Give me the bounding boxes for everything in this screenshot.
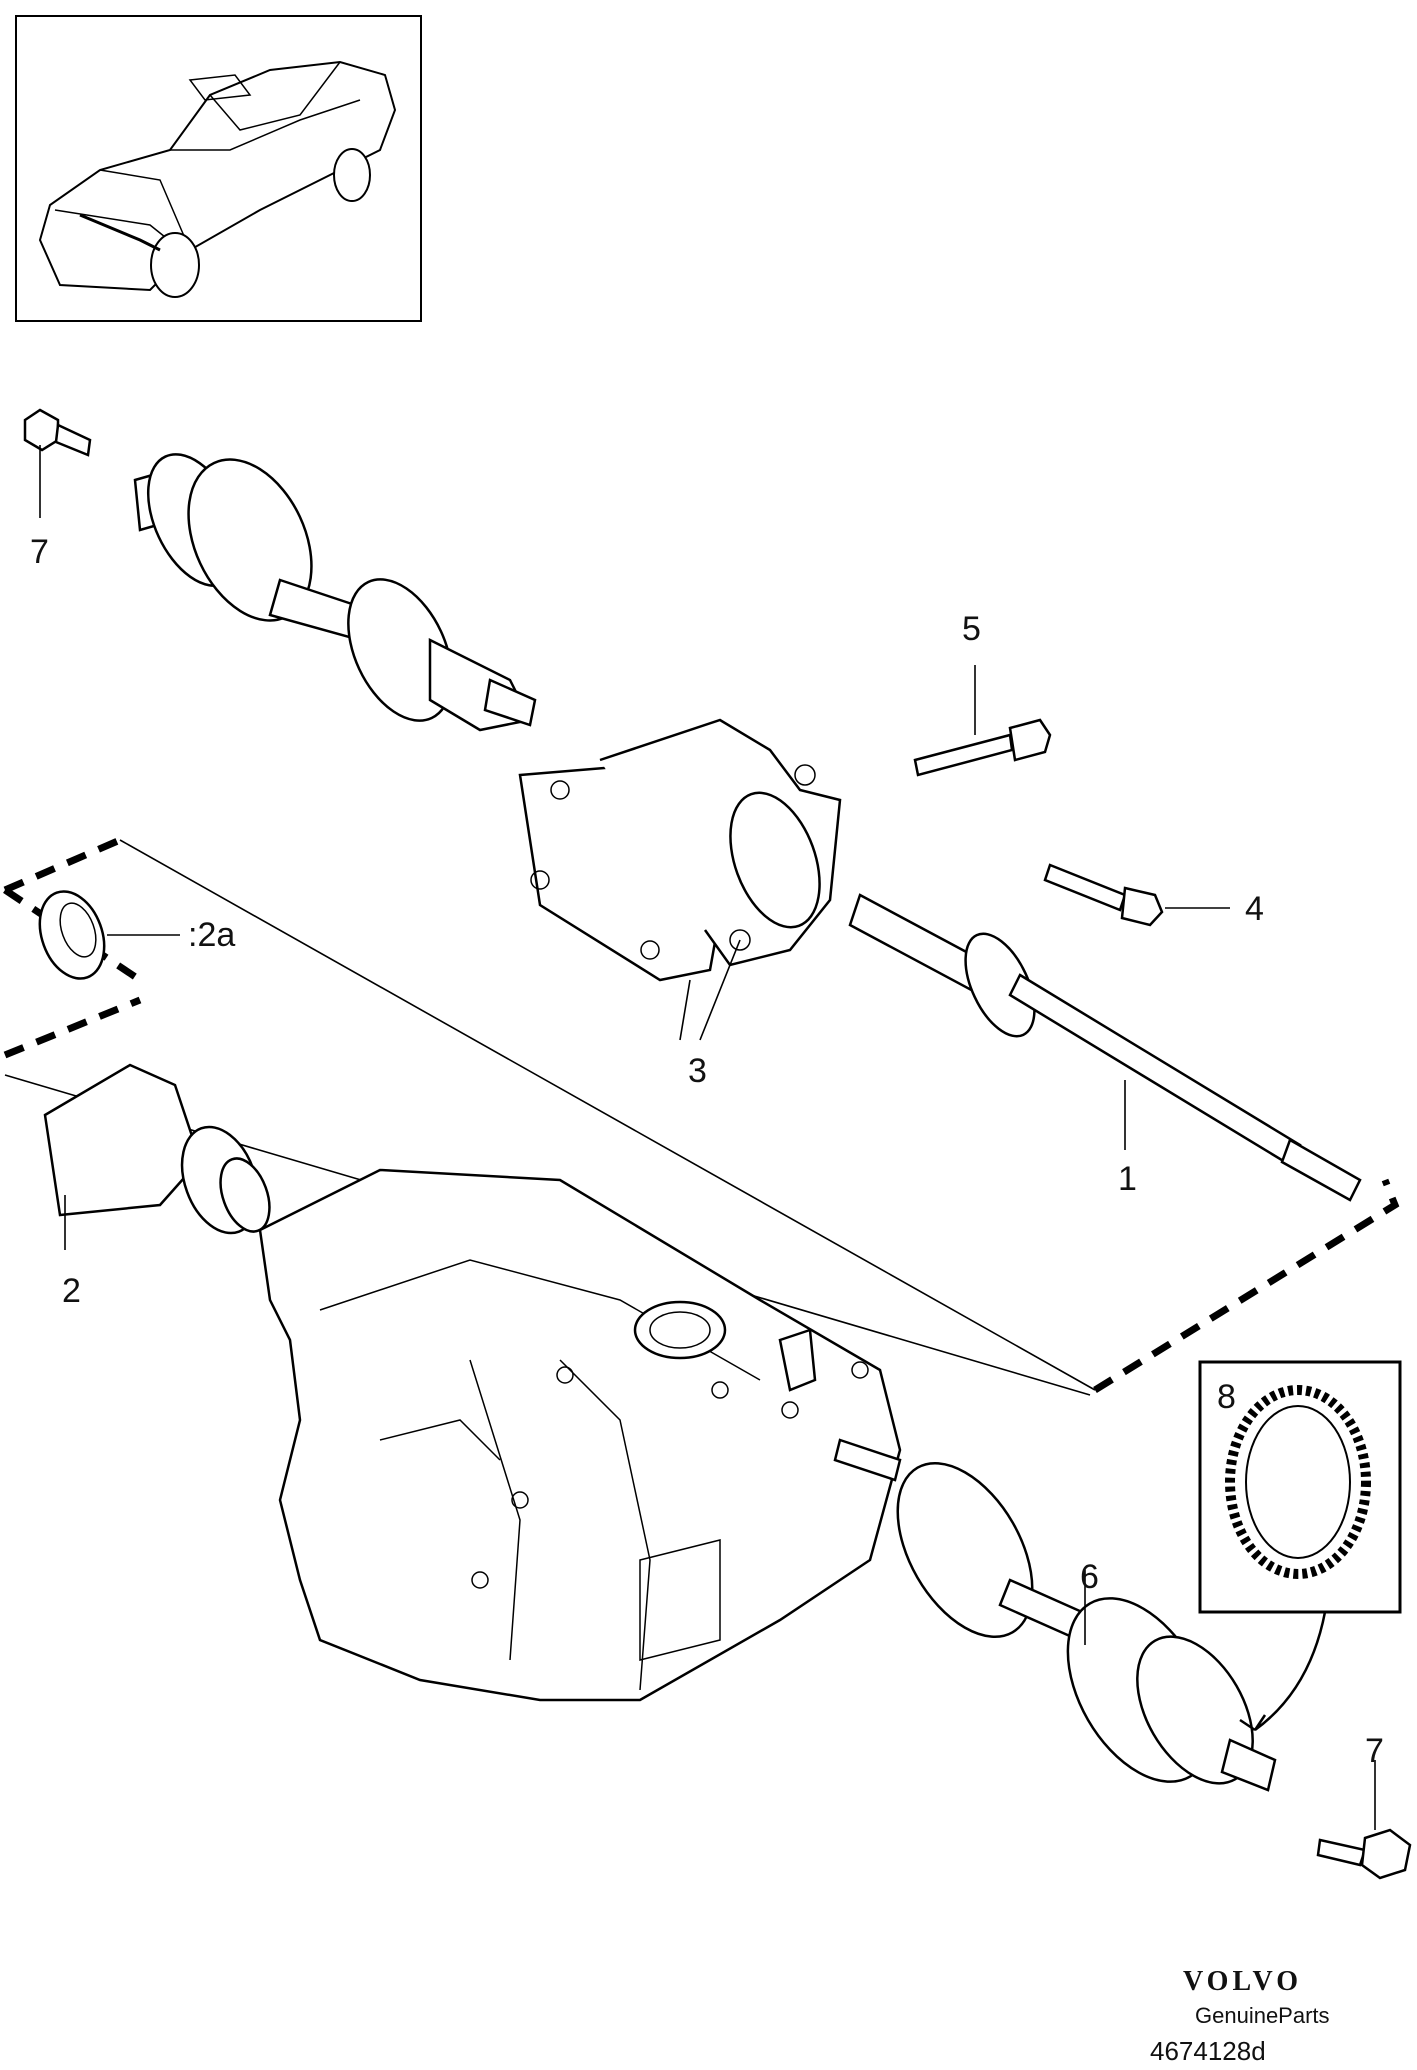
intermediate-shaft xyxy=(848,893,1362,1202)
callout-4: 4 xyxy=(1245,890,1264,928)
sensor-ring-inset xyxy=(1198,1360,1402,1614)
brand-tagline: GenuineParts xyxy=(1195,2003,1330,2028)
kit-boundary-lower xyxy=(3,996,1400,1393)
callout-2: 2 xyxy=(62,1272,81,1310)
callout-3: 3 xyxy=(688,1052,707,1090)
callout-2a: :2a xyxy=(188,916,235,954)
callout-5: 5 xyxy=(962,610,981,648)
callout-7-top: 7 xyxy=(30,533,49,571)
leader-lines xyxy=(39,445,1376,1830)
callout-1: 1 xyxy=(1118,1160,1137,1198)
callout-7-bottom: 7 xyxy=(1365,1732,1384,1770)
callout-8: 8 xyxy=(1217,1378,1236,1416)
lower-drive-shaft xyxy=(833,1438,1277,1792)
bearing-bracket xyxy=(518,718,842,982)
seal-2a xyxy=(38,890,106,980)
bolt-7-bottom xyxy=(1316,1828,1412,1880)
kit-boundary-line xyxy=(119,839,1096,1391)
bolt-4 xyxy=(1043,863,1164,927)
callout-6: 6 xyxy=(1080,1558,1099,1596)
brand-logo: VOLVO xyxy=(1183,1966,1302,1997)
inset-arrow xyxy=(1239,1611,1327,1732)
car-illustration xyxy=(38,60,397,298)
transfer-case xyxy=(258,1168,902,1702)
diagram-reference: 4674128d xyxy=(1150,2036,1266,2066)
vehicle-locator-inset xyxy=(15,15,422,322)
bolt-5 xyxy=(913,718,1052,777)
upper-drive-shaft xyxy=(23,408,537,732)
adapter-2 xyxy=(43,1063,271,1235)
